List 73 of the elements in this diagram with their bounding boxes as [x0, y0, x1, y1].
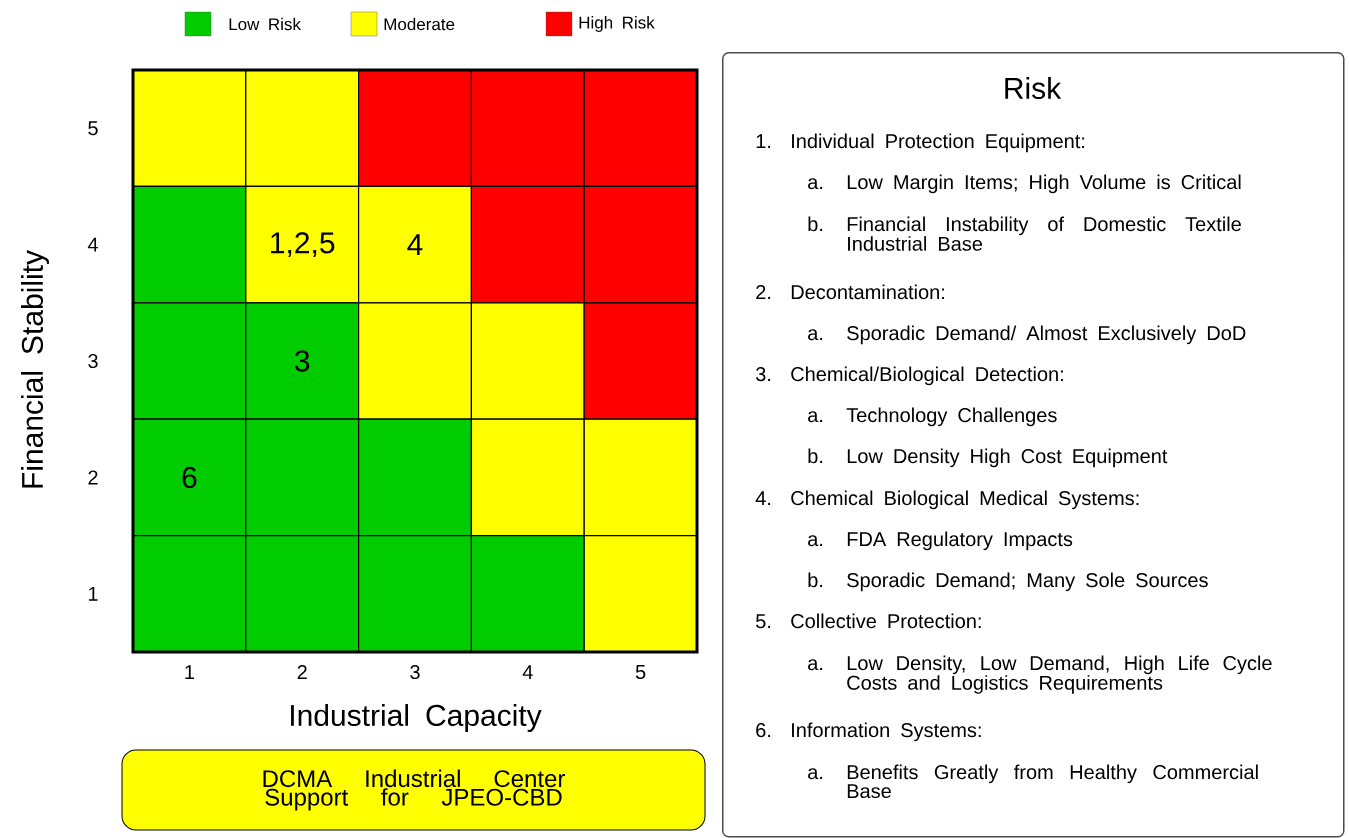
list-marker: 5.: [756, 614, 771, 629]
grid-cell: [583, 69, 698, 187]
grid-cell: [358, 535, 472, 653]
grid-cell: 3: [245, 302, 360, 420]
tick-label: 5: [88, 121, 98, 136]
list-item: Individual Protection Equipment:: [792, 133, 1085, 153]
list-item: Sporadic Demand; Many Sole Sources: [847, 572, 1208, 592]
list-item: Decontamination:: [791, 284, 944, 300]
list-item: Low Density, Low Demand, High Life Cycle Costs and Logistics Requirements: [847, 655, 1272, 694]
grid-cell: [245, 69, 360, 187]
list-marker: 4.: [755, 491, 771, 505]
list-item: Chemical Biological Medical Systems:: [791, 490, 1139, 510]
list-item: Sporadic Demand/ Almost Exclusively DoD: [847, 325, 1246, 345]
list-item: Technology Challenges: [846, 407, 1057, 427]
list-item: Benefits Greatly from Healthy Commercial Base: [847, 764, 1258, 799]
list-item: Low Margin Items; High Volume is Critical: [847, 174, 1241, 194]
grid-cell: [132, 185, 247, 304]
list-item: Low Density High Cost Equipment: [847, 448, 1168, 468]
grid-cell: [470, 302, 585, 420]
tick-label: 5: [635, 665, 646, 679]
grid-cell: [132, 69, 247, 187]
tick-label: 4: [522, 665, 533, 679]
grid-cell: [470, 535, 585, 653]
list-marker: 3.: [756, 367, 771, 382]
list-marker: a.: [808, 659, 823, 671]
list-marker: a.: [808, 768, 823, 780]
grid-cell: [583, 535, 698, 653]
legend-label: Moderate: [384, 17, 455, 31]
grid-cell: [470, 69, 585, 187]
grid-cell: [132, 302, 247, 420]
list-item: Chemical/Biological Detection:: [791, 366, 1063, 386]
grid-cell: 1,2,5: [245, 185, 360, 304]
grid-cell: [358, 418, 472, 537]
tick-label: 1: [88, 586, 98, 601]
grid-cell: [245, 418, 360, 537]
note-box: DCMA Industrial Center Support for JPEO-CBD: [121, 749, 706, 831]
list-marker: 1.: [756, 134, 771, 148]
tick-label: 4: [87, 237, 98, 252]
grid-cell: [358, 302, 472, 420]
axis-title: Industrial Capacity: [291, 704, 542, 732]
tick-label: 1: [185, 665, 194, 679]
grid-cell: 6: [132, 418, 247, 537]
grid-cell: [132, 535, 247, 653]
list-marker: 6.: [756, 723, 771, 738]
tick-label: 2: [297, 665, 307, 679]
grid-cell: 4: [358, 185, 472, 304]
list-marker: a.: [808, 411, 823, 423]
list-item: Financial Instability of Domestic Textile Industrial Base: [847, 216, 1241, 251]
grid-cell: [245, 535, 360, 653]
risk-panel: [722, 52, 1345, 838]
tick-label: 2: [88, 470, 98, 485]
list-item: Information Systems:: [792, 722, 981, 742]
grid-cell: [470, 418, 585, 537]
list-marker: a.: [808, 178, 823, 190]
list-marker: b.: [808, 572, 823, 588]
tick-label: 3: [410, 664, 420, 680]
list-marker: b.: [808, 448, 823, 464]
grid-cell: [358, 69, 472, 187]
grid-cell: [583, 185, 698, 304]
grid-cell: [583, 418, 698, 537]
list-marker: 2.: [756, 285, 771, 299]
list-item: FDA Regulatory Impacts: [847, 531, 1073, 551]
grid-cell: [583, 302, 698, 420]
list-marker: a.: [808, 329, 823, 341]
axis-title: Financial Stability: [21, 250, 49, 488]
legend-label: High Risk: [579, 16, 655, 32]
legend-label: Low Risk: [229, 17, 301, 31]
panel-heading: Risk: [1005, 77, 1062, 99]
list-marker: b.: [808, 216, 823, 232]
list-item: Collective Protection:: [791, 613, 981, 629]
tick-label: 3: [88, 353, 98, 369]
grid-cell: [470, 185, 585, 304]
list-marker: a.: [808, 535, 823, 547]
